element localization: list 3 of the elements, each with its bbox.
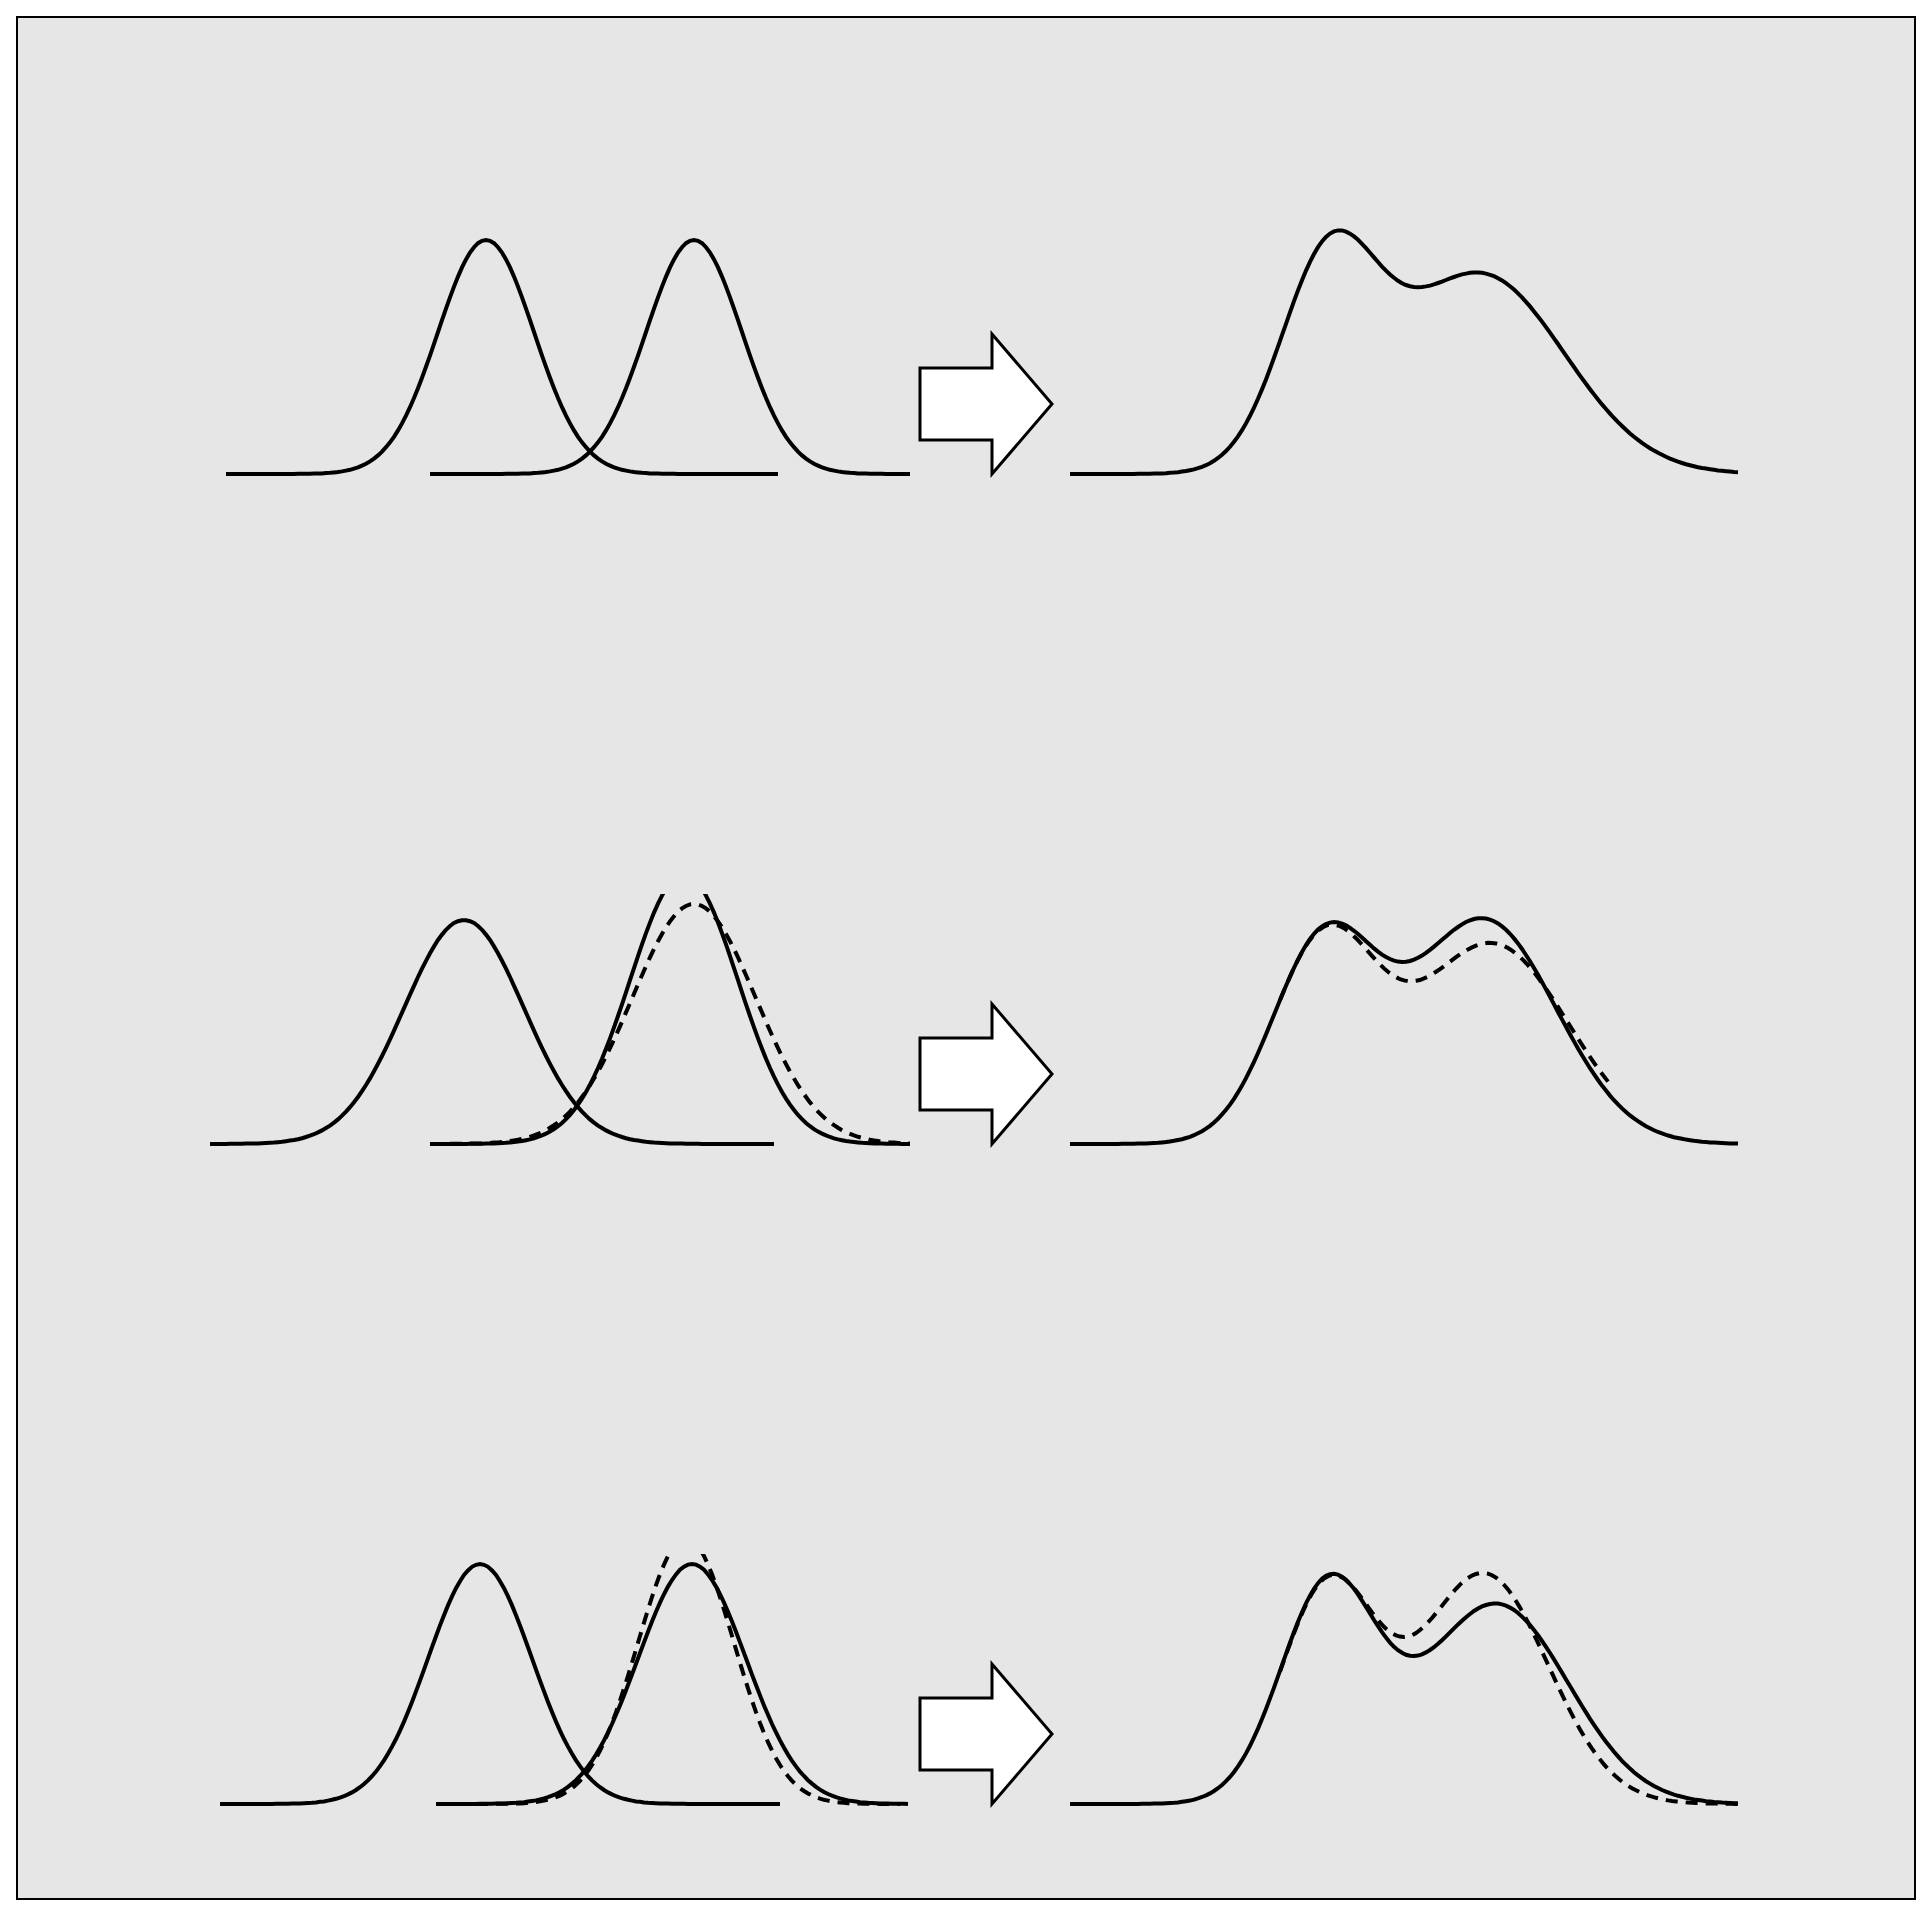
block-arrow [918,329,1054,479]
block-arrow [918,999,1054,1149]
block-arrow [918,1659,1054,1809]
